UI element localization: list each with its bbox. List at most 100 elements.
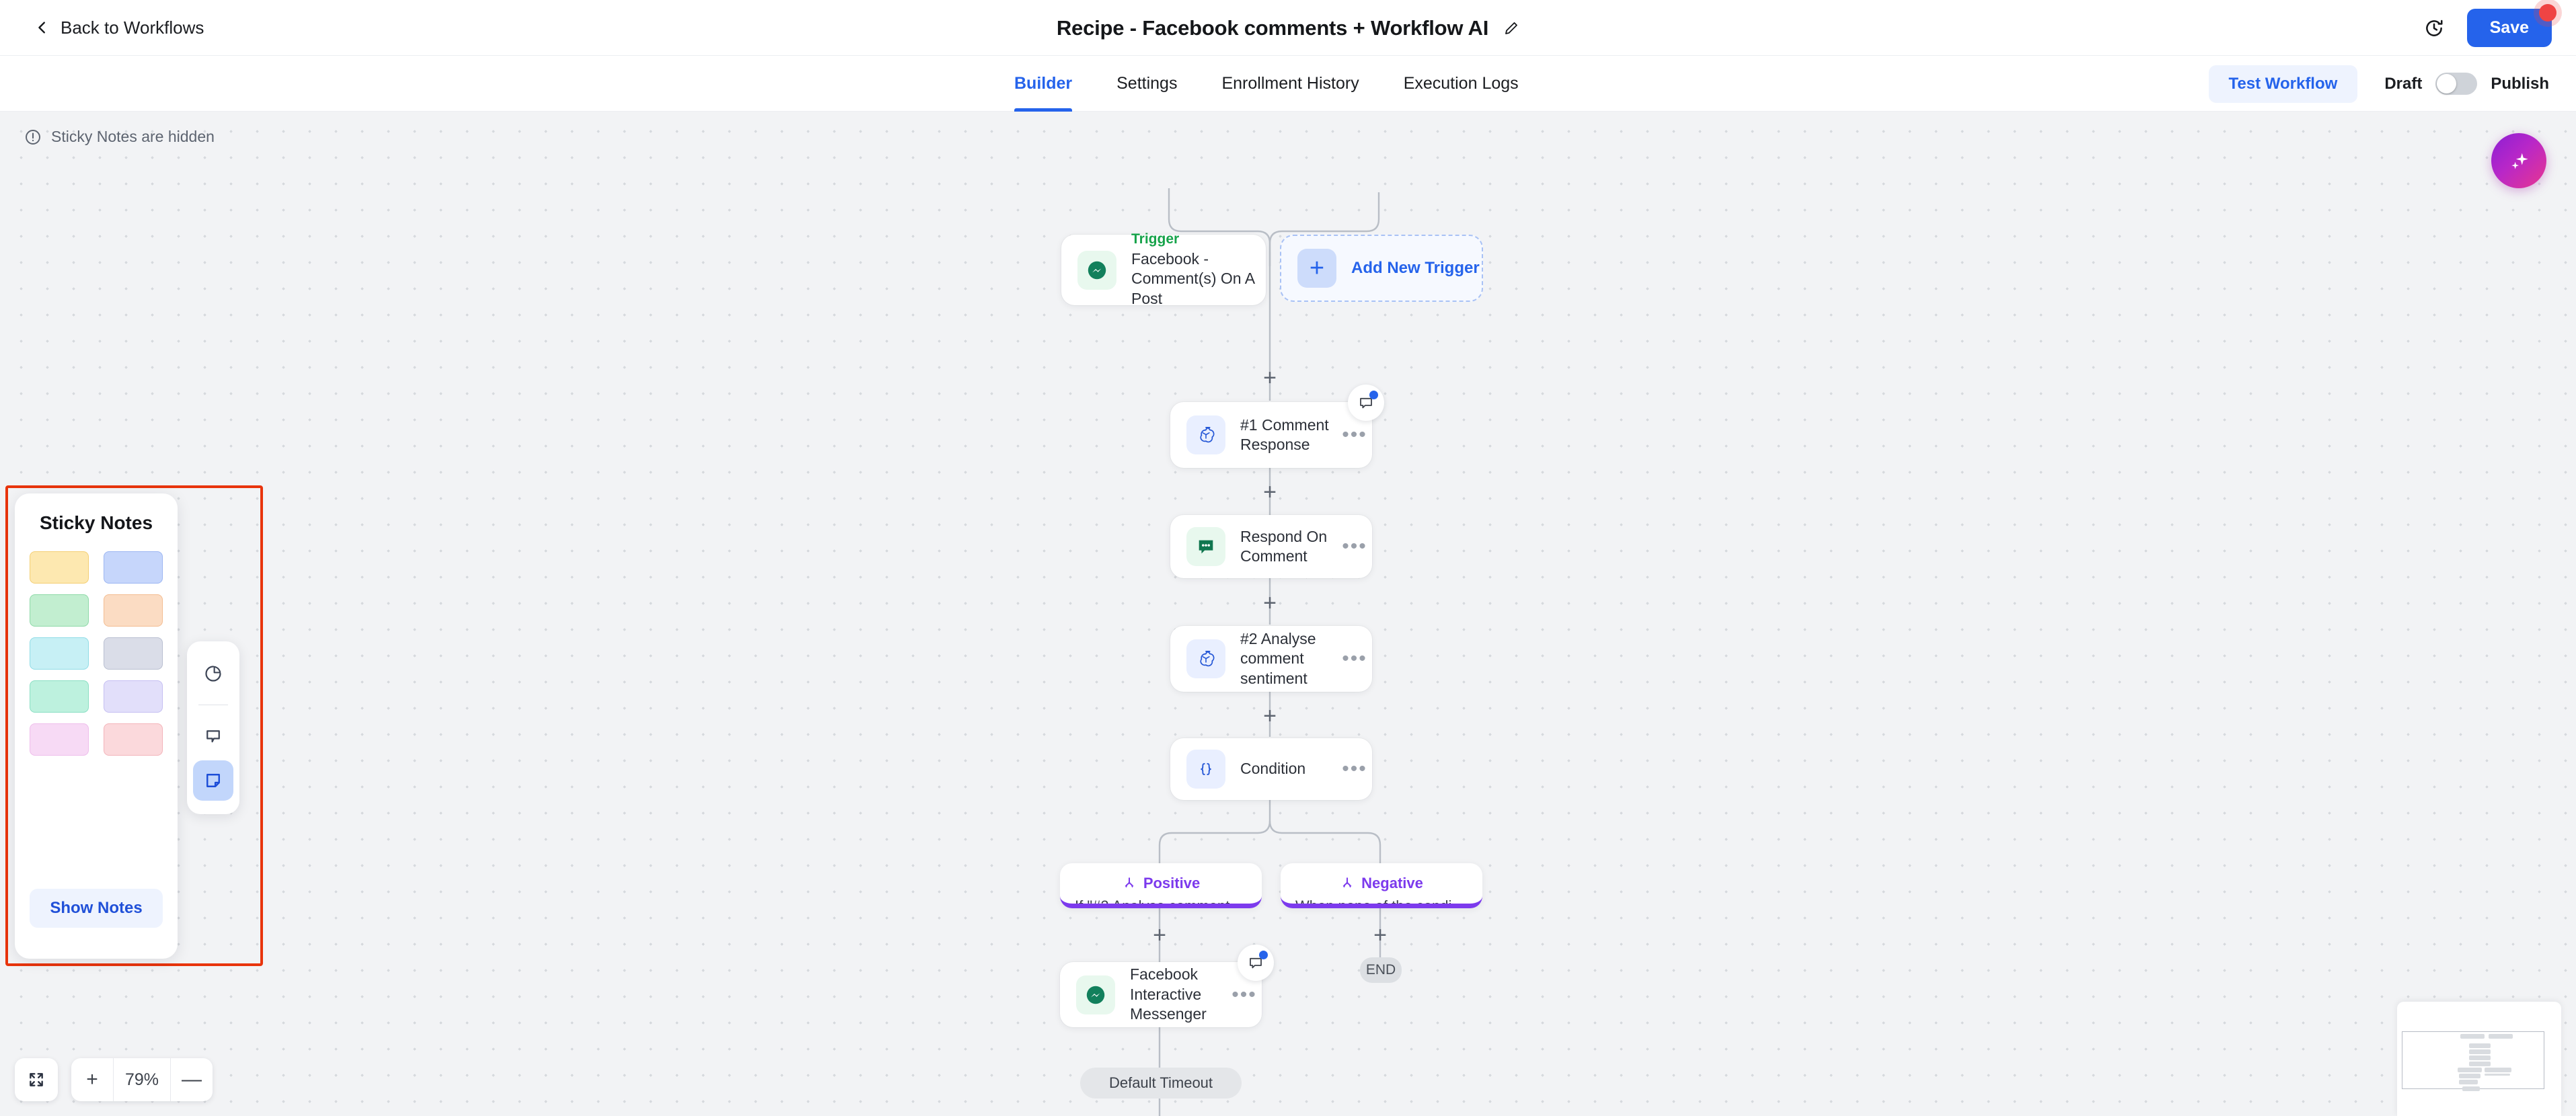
- publish-toggle-switch[interactable]: [2435, 73, 2478, 95]
- node-menu-button[interactable]: •••: [1342, 535, 1367, 557]
- back-to-workflows-button[interactable]: Back to Workflows: [35, 17, 204, 38]
- sticky-note-swatch-cyan[interactable]: [30, 637, 89, 670]
- trigger-node-body: Trigger Facebook - Comment(s) On A Post: [1116, 231, 1266, 309]
- branch-fork-icon: [1125, 877, 1134, 888]
- comment-icon: [1250, 957, 1262, 969]
- comment-tool-button[interactable]: [193, 716, 233, 756]
- history-clock-icon[interactable]: [2424, 18, 2444, 38]
- end-node-negative: END: [1360, 957, 1402, 983]
- sticky-note-swatch-mint[interactable]: [30, 680, 89, 713]
- node-analyse-sentiment[interactable]: #2 Analyse comment sentiment •••: [1170, 626, 1372, 692]
- node-comment-response[interactable]: #1 Comment Response •••: [1170, 385, 1384, 468]
- zoom-level-label[interactable]: 79%: [113, 1058, 171, 1101]
- draft-label: Draft: [2384, 74, 2423, 93]
- add-step-plus-2[interactable]: +: [1263, 479, 1277, 505]
- comment-bubble-icon: [1186, 527, 1225, 566]
- add-new-trigger-button[interactable]: + Add New Trigger: [1280, 235, 1483, 302]
- tab-builder[interactable]: Builder: [1014, 56, 1073, 112]
- unread-comment-dot: [1369, 391, 1378, 399]
- sticky-note-swatch-lavender[interactable]: [104, 680, 163, 713]
- openai-icon: [1186, 415, 1225, 454]
- trigger-title: Facebook - Comment(s) On A Post: [1131, 249, 1254, 307]
- messenger-glyph: [1088, 261, 1106, 279]
- test-workflow-button[interactable]: Test Workflow: [2208, 65, 2358, 103]
- add-step-plus-1[interactable]: +: [1263, 365, 1277, 391]
- add-step-plus-positive[interactable]: +: [1153, 922, 1166, 948]
- tab-enrollment-history[interactable]: Enrollment History: [1221, 74, 1359, 93]
- sticky-note-tool-button[interactable]: [193, 760, 233, 801]
- node-menu-button[interactable]: •••: [1342, 647, 1367, 670]
- sticky-note-swatch-peach[interactable]: [104, 594, 163, 627]
- minimap-node: [2485, 1074, 2510, 1076]
- chevron-left-icon: [38, 22, 45, 34]
- node-menu-button[interactable]: •••: [1342, 758, 1367, 780]
- minimap-node: [2462, 1086, 2480, 1091]
- pie-chart-tool-button[interactable]: [193, 653, 233, 694]
- sticky-notes-hidden-banner: Sticky Notes are hidden: [24, 128, 215, 146]
- branch-fork-icon: [1342, 877, 1352, 888]
- openai-glyph: [1200, 427, 1215, 443]
- branch-negative-description: When none of the conditions are met: [1295, 898, 1482, 908]
- node-condition-body: Condition: [1225, 759, 1337, 779]
- comment-bubble-glyph: [1199, 540, 1213, 554]
- branch-negative-name: Negative: [1361, 875, 1423, 891]
- tab-execution-logs[interactable]: Execution Logs: [1403, 74, 1519, 93]
- minimap-node: [2469, 1062, 2491, 1066]
- zoom-in-button[interactable]: +: [86, 1068, 98, 1090]
- branch-negative[interactable]: Negative When none of the conditions are…: [1281, 863, 1482, 908]
- trigger-node[interactable]: Trigger Facebook - Comment(s) On A Post: [1061, 231, 1266, 307]
- workflow-title-wrap: Recipe - Facebook comments + Workflow AI: [0, 0, 2576, 56]
- tab-bar-actions: Test Workflow Draft Publish: [2208, 56, 2549, 112]
- workflow-canvas[interactable]: Sticky Notes are hidden: [0, 112, 2576, 1116]
- node-condition[interactable]: Condition •••: [1170, 738, 1372, 800]
- add-step-plus-negative[interactable]: +: [1373, 922, 1387, 948]
- node-title: Facebook Interactive Messenger: [1130, 965, 1207, 1023]
- add-step-plus-3[interactable]: +: [1263, 590, 1277, 616]
- curly-braces-glyph: [1201, 763, 1211, 775]
- node-comment-badge[interactable]: [1238, 945, 1274, 981]
- node-title: #2 Analyse comment sentiment: [1240, 629, 1316, 687]
- sticky-note-swatch-yellow[interactable]: [30, 551, 89, 584]
- publish-state-toggle: Draft Publish: [2384, 73, 2549, 95]
- minimap-node: [2469, 1049, 2491, 1054]
- minimap-node: [2485, 1068, 2511, 1072]
- alert-circle-icon: [26, 129, 40, 145]
- node-respond-on-comment[interactable]: Respond On Comment •••: [1170, 515, 1372, 578]
- minimap-node: [2469, 1043, 2491, 1048]
- app-header: Back to Workflows Recipe - Facebook comm…: [0, 0, 2576, 56]
- node-menu-button[interactable]: •••: [1232, 983, 1257, 1006]
- zoom-out-button[interactable]: —: [182, 1068, 202, 1090]
- sticky-note-swatch-pink[interactable]: [30, 723, 89, 756]
- node-comment-badge[interactable]: [1348, 385, 1384, 421]
- comment-icon: [1360, 397, 1372, 409]
- sticky-notes-panel: Sticky Notes Show Notes: [15, 493, 178, 959]
- canvas-minimap[interactable]: [2397, 1002, 2561, 1116]
- pie-chart-icon: [205, 666, 221, 682]
- unread-comment-dot: [1259, 951, 1268, 959]
- sticky-note-swatch-green[interactable]: [30, 594, 89, 627]
- sticky-note-swatch-rose[interactable]: [104, 723, 163, 756]
- node-title: Condition: [1240, 760, 1306, 778]
- node-facebook-interactive-messenger[interactable]: Facebook Interactive Messenger •••: [1060, 945, 1274, 1027]
- sticky-notes-hidden-text: Sticky Notes are hidden: [51, 128, 215, 145]
- node-menu-button[interactable]: •••: [1342, 424, 1367, 446]
- sticky-notes-color-grid: [30, 551, 163, 756]
- tab-settings[interactable]: Settings: [1116, 74, 1178, 93]
- ai-assistant-button[interactable]: [2491, 133, 2546, 188]
- save-button[interactable]: Save: [2466, 4, 2556, 47]
- show-notes-button[interactable]: Show Notes: [30, 889, 163, 928]
- page-title: Recipe - Facebook comments + Workflow AI: [1056, 15, 1489, 40]
- comment-icon: [206, 730, 220, 743]
- branch-positive-name: Positive: [1143, 875, 1201, 891]
- minimap-node: [2460, 1034, 2485, 1039]
- node-facebook-interactive-messenger-body: Facebook Interactive Messenger: [1115, 965, 1227, 1024]
- unsaved-changes-dot: [2539, 4, 2556, 22]
- minimap-node: [2459, 1074, 2480, 1078]
- sticky-note-swatch-gray[interactable]: [104, 637, 163, 670]
- add-step-plus-4[interactable]: +: [1263, 703, 1277, 729]
- fit-to-screen-button[interactable]: [15, 1058, 58, 1101]
- sticky-note-swatch-blue[interactable]: [104, 551, 163, 584]
- default-timeout-pill[interactable]: Default Timeout: [1080, 1068, 1242, 1099]
- pencil-icon[interactable]: [1503, 20, 1519, 36]
- branch-positive[interactable]: Positive If "#2 Analyse comment sentimen…: [1060, 863, 1262, 908]
